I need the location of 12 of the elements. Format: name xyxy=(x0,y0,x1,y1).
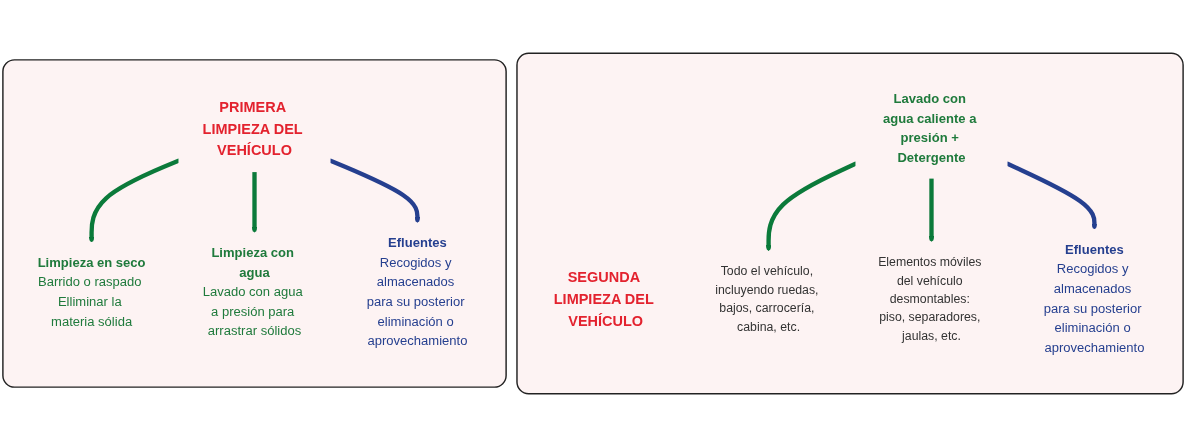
node-text: PRIMERA LIMPIEZA DEL VEHÍCULO xyxy=(202,98,303,159)
node-text: Lavado con agua caliente a presión + Detergente xyxy=(882,91,977,165)
node-text: SEGUNDA LIMPIEZA DEL VEHÍCULO xyxy=(553,269,654,329)
cluster xyxy=(516,52,1184,395)
node-text: Todo el vehículo, incluyendo ruedas, bajos, carrocería, cabina, etc. xyxy=(715,264,819,334)
node-text: Limpieza en seco Barrido o raspado Elliminar la materia sólida xyxy=(37,255,146,329)
node-text: Elementos móviles del vehículo desmontables: piso, separadores, jaulas, etc. xyxy=(878,254,982,343)
cluster xyxy=(2,59,507,388)
node-text: Efluentes Recogidos y almacenados para su posterior eliminación o aprovechamiento xyxy=(1043,242,1145,355)
node-text: Efluentes Recogidos y almacenados para su posterior eliminación o aprovechamiento xyxy=(366,235,468,349)
node-text: Limpieza con agua Lavado con agua a presión para arrastrar sólidos xyxy=(202,245,303,339)
arrow xyxy=(928,176,935,243)
